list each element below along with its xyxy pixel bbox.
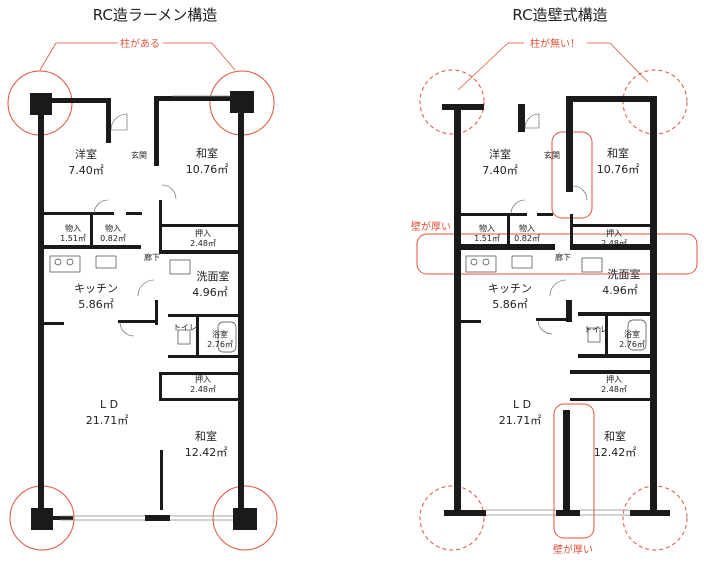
- room-area: 2.76㎡: [619, 340, 645, 349]
- room-name: 和室: [196, 146, 218, 160]
- door-swings: [93, 113, 177, 337]
- room-name: L D: [100, 398, 118, 411]
- room-name: 浴室: [624, 329, 640, 339]
- plan-title: RC造壁式構造: [512, 6, 607, 24]
- thick-wall-highlight: [416, 233, 698, 275]
- room-name: 洋室: [75, 147, 97, 161]
- room-area: 7.40㎡: [68, 164, 104, 177]
- room-area: 7.40㎡: [482, 164, 518, 177]
- room-name: 和室: [604, 429, 626, 443]
- room-area: 21.71㎡: [86, 414, 129, 427]
- door-swings: [510, 113, 588, 335]
- room-name: 物入: [519, 223, 535, 233]
- callout-leader: [457, 42, 509, 91]
- exterior-walls: [442, 96, 670, 516]
- room-area: 0.82㎡: [514, 234, 540, 243]
- callout-leader: [39, 42, 57, 71]
- column-highlight-circle: [212, 485, 278, 551]
- room-area: 10.76㎡: [186, 163, 229, 176]
- room-area: 1.51㎡: [474, 234, 500, 243]
- room-name: 押入: [606, 374, 622, 384]
- room-name: 押入: [606, 228, 622, 238]
- thick-wall-note: 壁が厚い: [411, 220, 451, 233]
- room-area: 2.48㎡: [190, 385, 216, 394]
- room-area: 12.42㎡: [594, 446, 637, 459]
- exterior-walls: [38, 96, 244, 521]
- room-name: 玄関: [544, 150, 560, 160]
- room-area: 2.48㎡: [601, 239, 627, 248]
- room-area: 4.96㎡: [602, 284, 638, 297]
- plan-title: RC造ラーメン構造: [93, 6, 218, 24]
- room-name: 洗面室: [608, 267, 641, 281]
- thick-wall-highlight: [553, 403, 595, 539]
- room-area: 21.71㎡: [499, 414, 542, 427]
- column-callout: 柱が無い！: [530, 37, 580, 50]
- room-area: 2.48㎡: [190, 239, 216, 248]
- room-area: 4.96㎡: [192, 286, 228, 299]
- column: [230, 91, 254, 113]
- callout-leader: [211, 42, 236, 71]
- room-name: 押入: [195, 228, 211, 238]
- room-name: 浴室: [212, 329, 228, 339]
- fixtures: [49, 255, 237, 353]
- fixtures: [465, 255, 647, 351]
- room-name: トイレ: [584, 325, 608, 334]
- room-area: 10.76㎡: [597, 163, 640, 176]
- room-area: 0.82㎡: [100, 234, 126, 243]
- room-name: 洗面室: [197, 269, 230, 283]
- room-name: L D: [513, 398, 531, 411]
- room-name: トイレ: [173, 323, 197, 332]
- room-name: 玄関: [131, 150, 147, 160]
- thick-wall-note: 壁が厚い: [553, 543, 593, 556]
- interior-walls: [44, 200, 238, 510]
- room-name: 物入: [479, 223, 495, 233]
- column: [233, 508, 257, 530]
- room-name: 和室: [607, 146, 629, 160]
- column: [30, 93, 52, 115]
- callout-leader: [609, 42, 649, 83]
- plan-right: RC造壁式構造 柱が無い！ 壁が厚い 壁が厚い: [411, 6, 698, 556]
- room-name: キッチン: [74, 282, 118, 295]
- room-name: 物入: [105, 223, 121, 233]
- room-name: 廊下: [144, 252, 160, 262]
- room-name: 和室: [195, 429, 217, 443]
- plan-left: RC造ラーメン構造 柱がある: [7, 6, 278, 551]
- room-name: 押入: [195, 374, 211, 384]
- room-name: 洋室: [489, 147, 511, 161]
- room-area: 5.86㎡: [78, 298, 114, 311]
- room-name: 物入: [65, 223, 81, 233]
- room-area: 1.51㎡: [60, 234, 86, 243]
- room-name: キッチン: [488, 282, 532, 295]
- room-name: 廊下: [555, 252, 571, 262]
- column: [31, 508, 53, 530]
- window-lines: [486, 509, 630, 516]
- room-area: 2.76㎡: [207, 340, 233, 349]
- column-callout: 柱がある: [120, 37, 160, 50]
- room-area: 2.48㎡: [601, 385, 627, 394]
- room-area: 5.86㎡: [492, 298, 528, 311]
- window-lines: [60, 95, 233, 521]
- interior-walls: [461, 213, 650, 401]
- room-area: 12.42㎡: [185, 446, 228, 459]
